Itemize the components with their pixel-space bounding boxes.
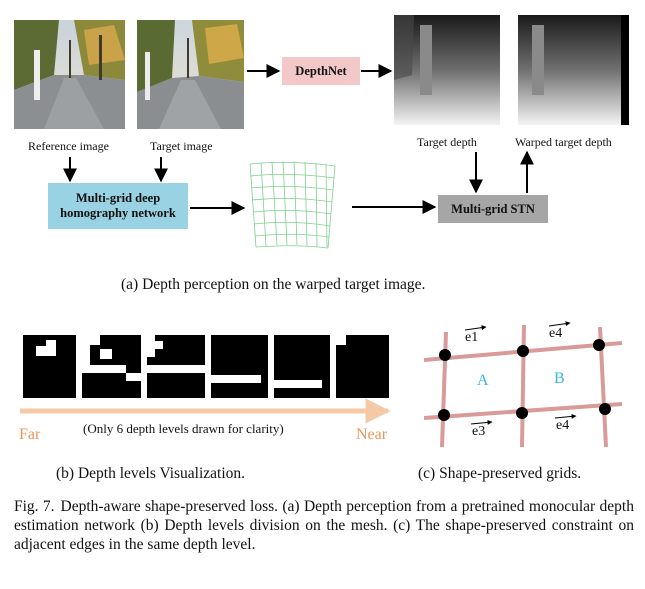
- reference-image-label: Reference image: [28, 139, 109, 153]
- far-label: Far: [19, 426, 41, 443]
- edge-e3-label: e3: [472, 424, 486, 439]
- target-depth-map: [394, 15, 500, 125]
- figure-text: Depth-aware shape-preserved loss. (a) De…: [14, 498, 634, 553]
- edge-e4-bottom-label: e4: [556, 418, 570, 433]
- depthnet-label: DepthNet: [295, 63, 347, 78]
- reference-image: [14, 20, 125, 129]
- caption-c: (c) Shape-preserved grids.: [418, 465, 582, 482]
- cell-a-label: A: [477, 372, 489, 389]
- near-label: Near: [356, 426, 388, 443]
- edge-e1-label: e1: [465, 330, 479, 345]
- edge-e4-top-label: e4: [549, 326, 563, 341]
- figure-number: Fig. 7.: [14, 498, 55, 515]
- caption-b: (b) Depth levels Visualization.: [56, 465, 246, 482]
- target-image: [137, 20, 244, 129]
- target-depth-label: Target depth: [417, 135, 477, 149]
- warped-depth-map: [518, 15, 629, 125]
- warped-depth-label: Warped target depth: [515, 135, 612, 149]
- stn-label: Multi-grid STN: [451, 201, 535, 216]
- cell-b-label: B: [554, 370, 565, 387]
- figure-caption: Fig. 7.Depth-aware shape-preserved loss.…: [14, 497, 634, 554]
- depth-levels-note: (Only 6 depth levels drawn for clarity): [83, 421, 284, 436]
- warped-mesh-icon: [249, 160, 336, 249]
- homography-label: Multi-grid deep homography network: [60, 191, 176, 220]
- homography-network-box: Multi-grid deep homography network: [48, 183, 188, 229]
- stn-box: Multi-grid STN: [438, 195, 548, 223]
- caption-a: (a) Depth perception on the warped targe…: [121, 276, 426, 293]
- depthnet-box: DepthNet: [282, 57, 360, 85]
- target-image-label: Target image: [150, 139, 213, 153]
